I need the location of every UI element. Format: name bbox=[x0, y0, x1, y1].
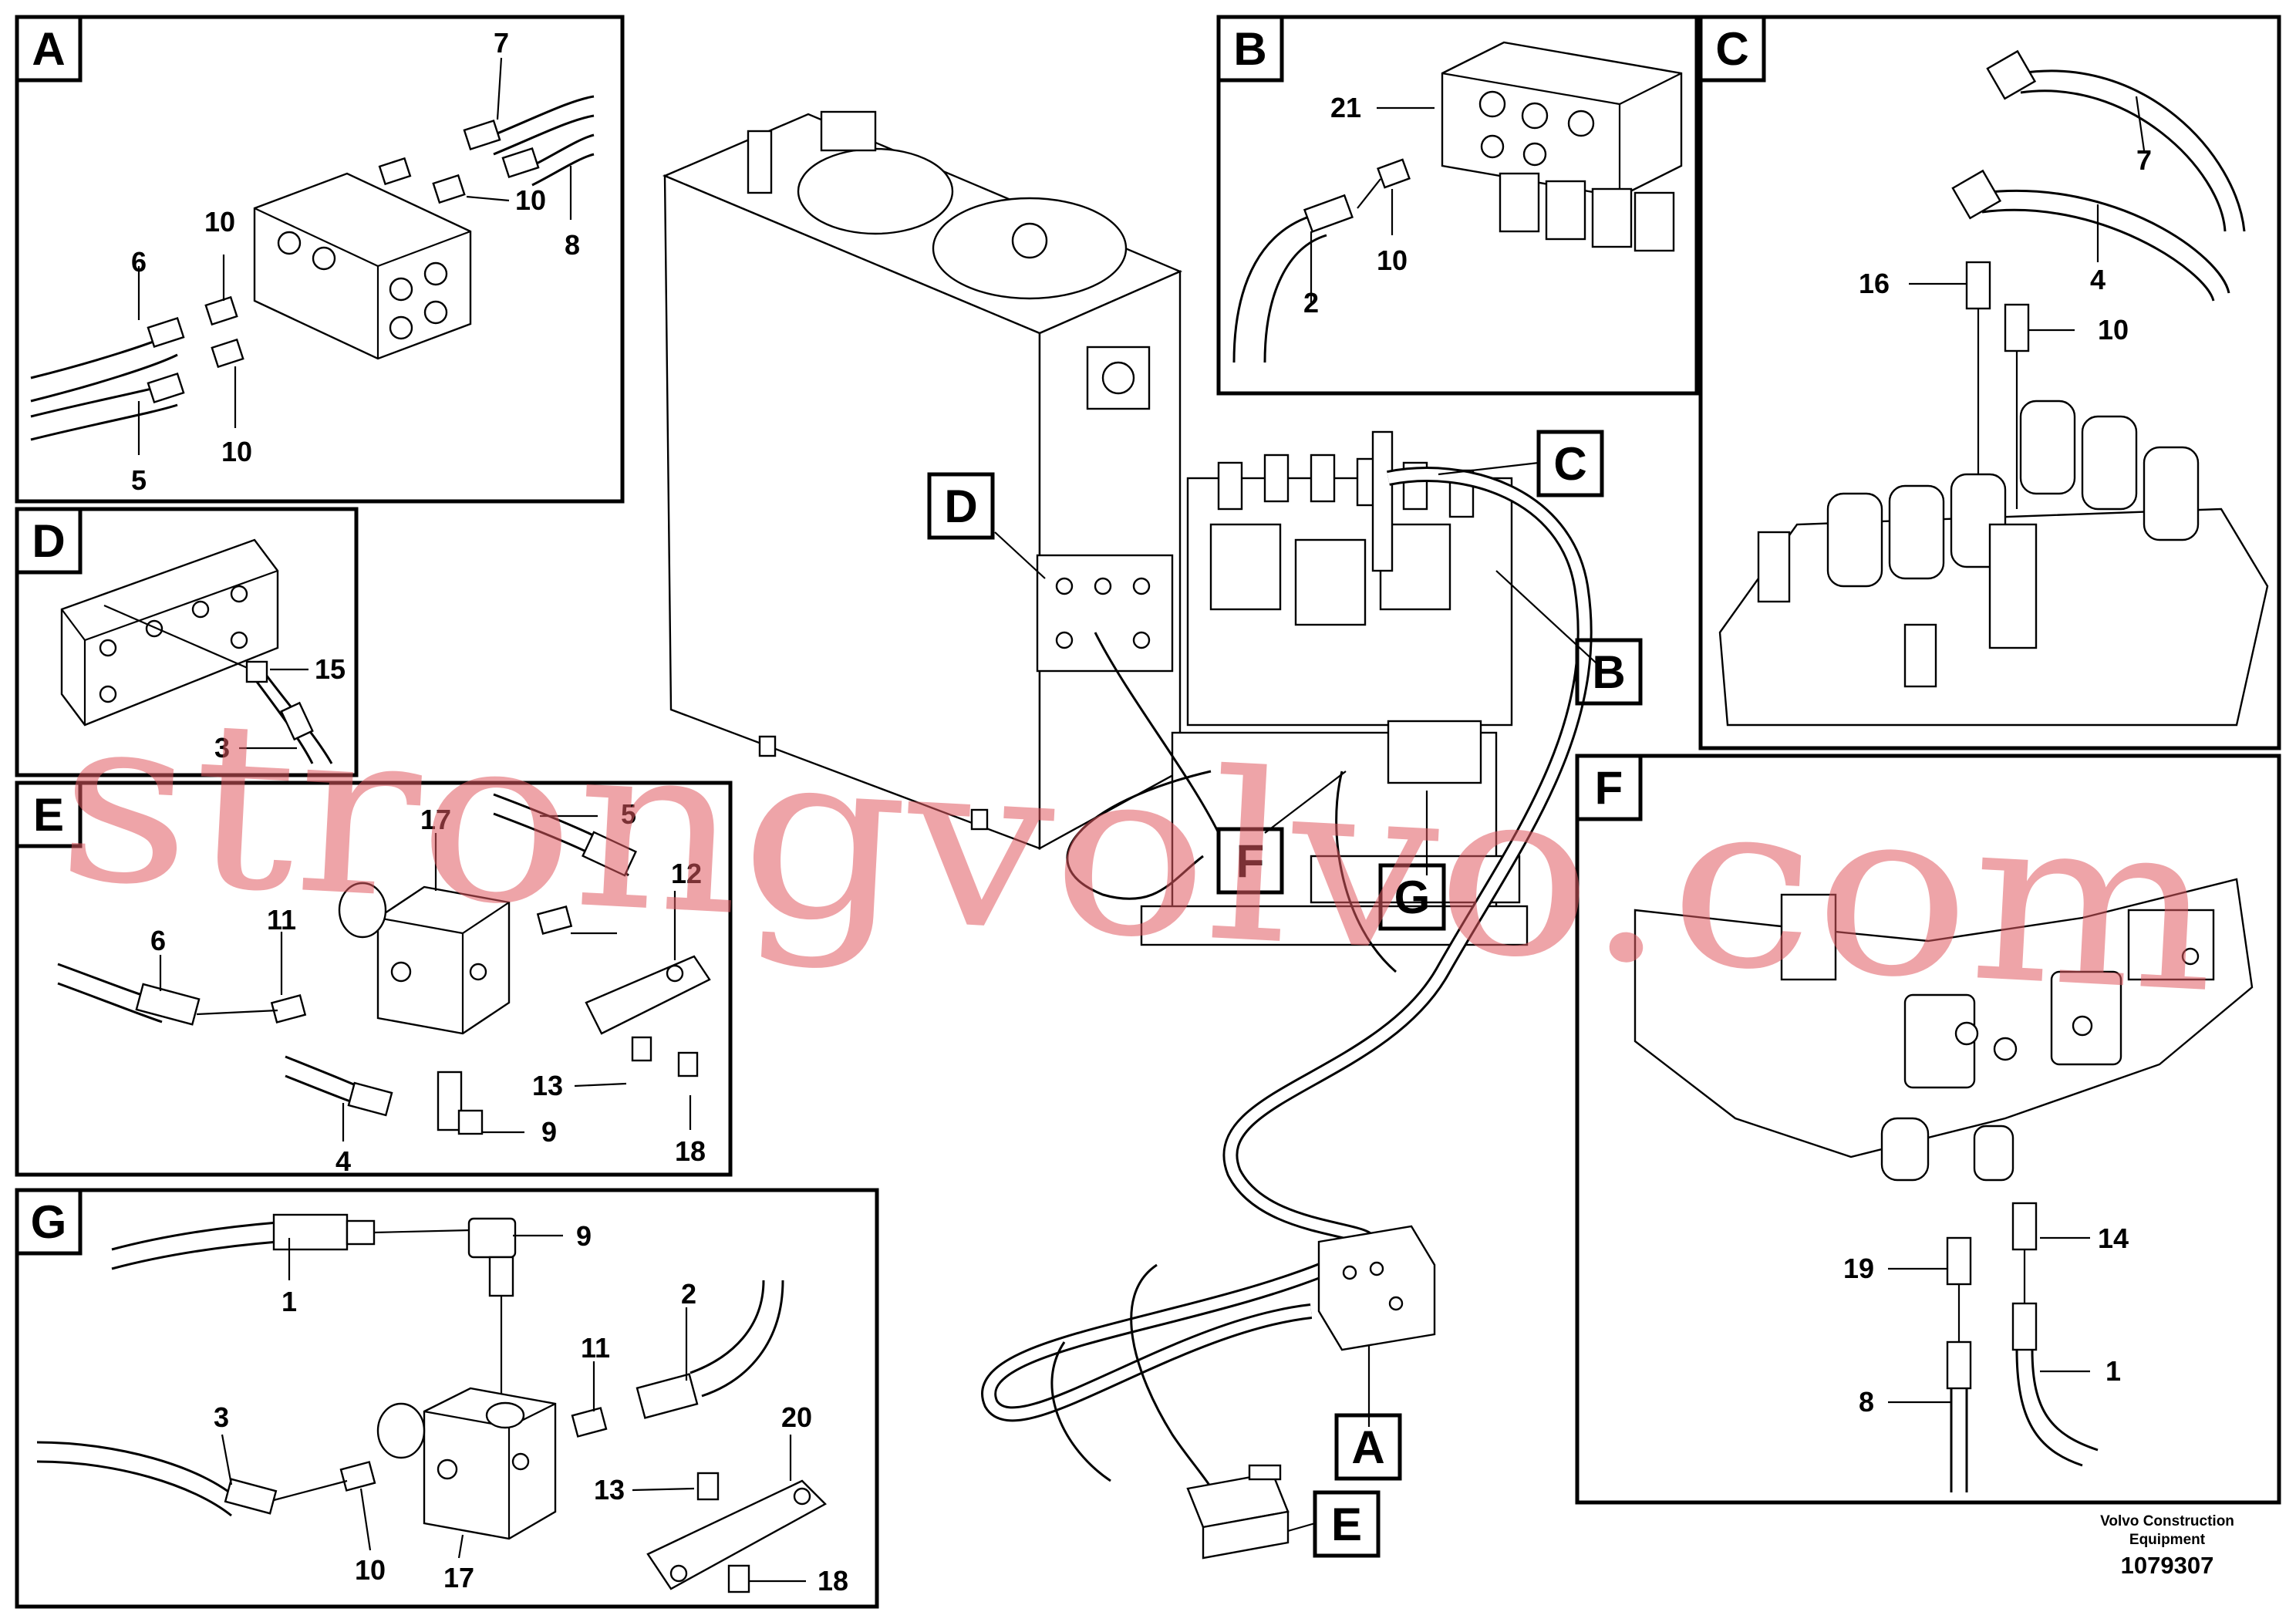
drawing-number: 1079307 bbox=[2121, 1552, 2214, 1579]
svg-text:B: B bbox=[1592, 646, 1625, 698]
svg-text:15: 15 bbox=[315, 653, 346, 685]
detail-view-e: E 17 5 12 bbox=[15, 781, 733, 1177]
label-c-main: C bbox=[1536, 430, 1604, 497]
company-name-line1: Volvo Construction bbox=[2100, 1513, 2234, 1529]
svg-text:11: 11 bbox=[267, 904, 296, 936]
svg-text:2: 2 bbox=[1303, 287, 1319, 319]
svg-text:6: 6 bbox=[131, 246, 147, 278]
svg-text:10: 10 bbox=[515, 184, 546, 216]
svg-text:F: F bbox=[1595, 762, 1623, 814]
svg-text:5: 5 bbox=[131, 464, 147, 496]
svg-text:8: 8 bbox=[565, 229, 580, 261]
svg-text:3: 3 bbox=[214, 732, 230, 764]
svg-text:B: B bbox=[1233, 23, 1266, 75]
svg-text:9: 9 bbox=[541, 1116, 557, 1148]
detail-view-b: B 21 10 2 bbox=[1216, 15, 1699, 396]
svg-text:C: C bbox=[1553, 438, 1586, 490]
svg-text:4: 4 bbox=[335, 1145, 351, 1177]
detail-view-g: G bbox=[15, 1188, 879, 1609]
svg-text:G: G bbox=[31, 1196, 67, 1248]
label-a-main: A bbox=[1334, 1413, 1402, 1481]
manifold-a bbox=[1317, 1225, 1436, 1351]
svg-text:12: 12 bbox=[671, 858, 702, 889]
svg-text:5: 5 bbox=[621, 798, 636, 830]
svg-text:3: 3 bbox=[214, 1401, 229, 1433]
svg-text:10: 10 bbox=[355, 1554, 386, 1586]
label-b-main: B bbox=[1575, 638, 1643, 706]
svg-text:2: 2 bbox=[681, 1278, 696, 1310]
label-f-main: F bbox=[1216, 827, 1284, 895]
svg-text:10: 10 bbox=[204, 206, 235, 238]
svg-text:A: A bbox=[32, 23, 65, 75]
svg-text:13: 13 bbox=[532, 1070, 563, 1101]
detail-view-c: C 7 4 16 10 bbox=[1698, 15, 2281, 750]
hydraulic-tank bbox=[662, 110, 1183, 851]
svg-text:18: 18 bbox=[818, 1565, 848, 1597]
svg-text:D: D bbox=[32, 515, 65, 567]
detail-view-f: F 19 14 8 1 bbox=[1575, 754, 2281, 1505]
svg-text:21: 21 bbox=[1330, 92, 1361, 123]
svg-text:10: 10 bbox=[221, 436, 252, 467]
label-g-main: G bbox=[1378, 863, 1446, 931]
svg-text:E: E bbox=[33, 789, 64, 841]
main-view-leaders bbox=[994, 461, 1597, 1533]
svg-text:G: G bbox=[1394, 872, 1431, 923]
detail-view-a: A 7 10 1 bbox=[15, 15, 625, 504]
svg-text:E: E bbox=[1331, 1499, 1362, 1550]
svg-text:11: 11 bbox=[581, 1332, 610, 1364]
svg-text:19: 19 bbox=[1843, 1253, 1874, 1284]
svg-text:20: 20 bbox=[781, 1401, 812, 1433]
svg-text:4: 4 bbox=[2090, 264, 2106, 295]
svg-text:10: 10 bbox=[1377, 244, 1408, 276]
svg-text:14: 14 bbox=[2098, 1222, 2129, 1254]
valve-e bbox=[1186, 1464, 1290, 1560]
svg-text:7: 7 bbox=[2136, 144, 2152, 176]
svg-text:10: 10 bbox=[221, 436, 252, 467]
svg-text:1: 1 bbox=[2106, 1355, 2121, 1387]
label-d-main: D bbox=[927, 472, 995, 540]
svg-text:16: 16 bbox=[1859, 268, 1890, 299]
svg-text:10: 10 bbox=[2098, 314, 2129, 346]
label-e-main: E bbox=[1313, 1490, 1381, 1558]
svg-text:1: 1 bbox=[282, 1286, 297, 1317]
svg-text:C: C bbox=[1715, 23, 1748, 75]
svg-text:8: 8 bbox=[1859, 1386, 1874, 1418]
svg-text:6: 6 bbox=[150, 925, 166, 956]
svg-text:17: 17 bbox=[443, 1562, 474, 1593]
svg-text:13: 13 bbox=[594, 1474, 625, 1506]
svg-text:F: F bbox=[1236, 835, 1265, 887]
detail-view-d: D 15 3 bbox=[15, 507, 359, 777]
company-name-line2: Equipment bbox=[2129, 1532, 2206, 1548]
svg-text:9: 9 bbox=[576, 1220, 592, 1252]
footer: Volvo Construction Equipment 1079307 bbox=[2100, 1513, 2234, 1579]
svg-text:D: D bbox=[944, 481, 977, 532]
svg-text:7: 7 bbox=[494, 27, 509, 59]
svg-text:A: A bbox=[1351, 1421, 1384, 1473]
svg-text:18: 18 bbox=[675, 1135, 706, 1167]
svg-text:17: 17 bbox=[420, 804, 451, 835]
